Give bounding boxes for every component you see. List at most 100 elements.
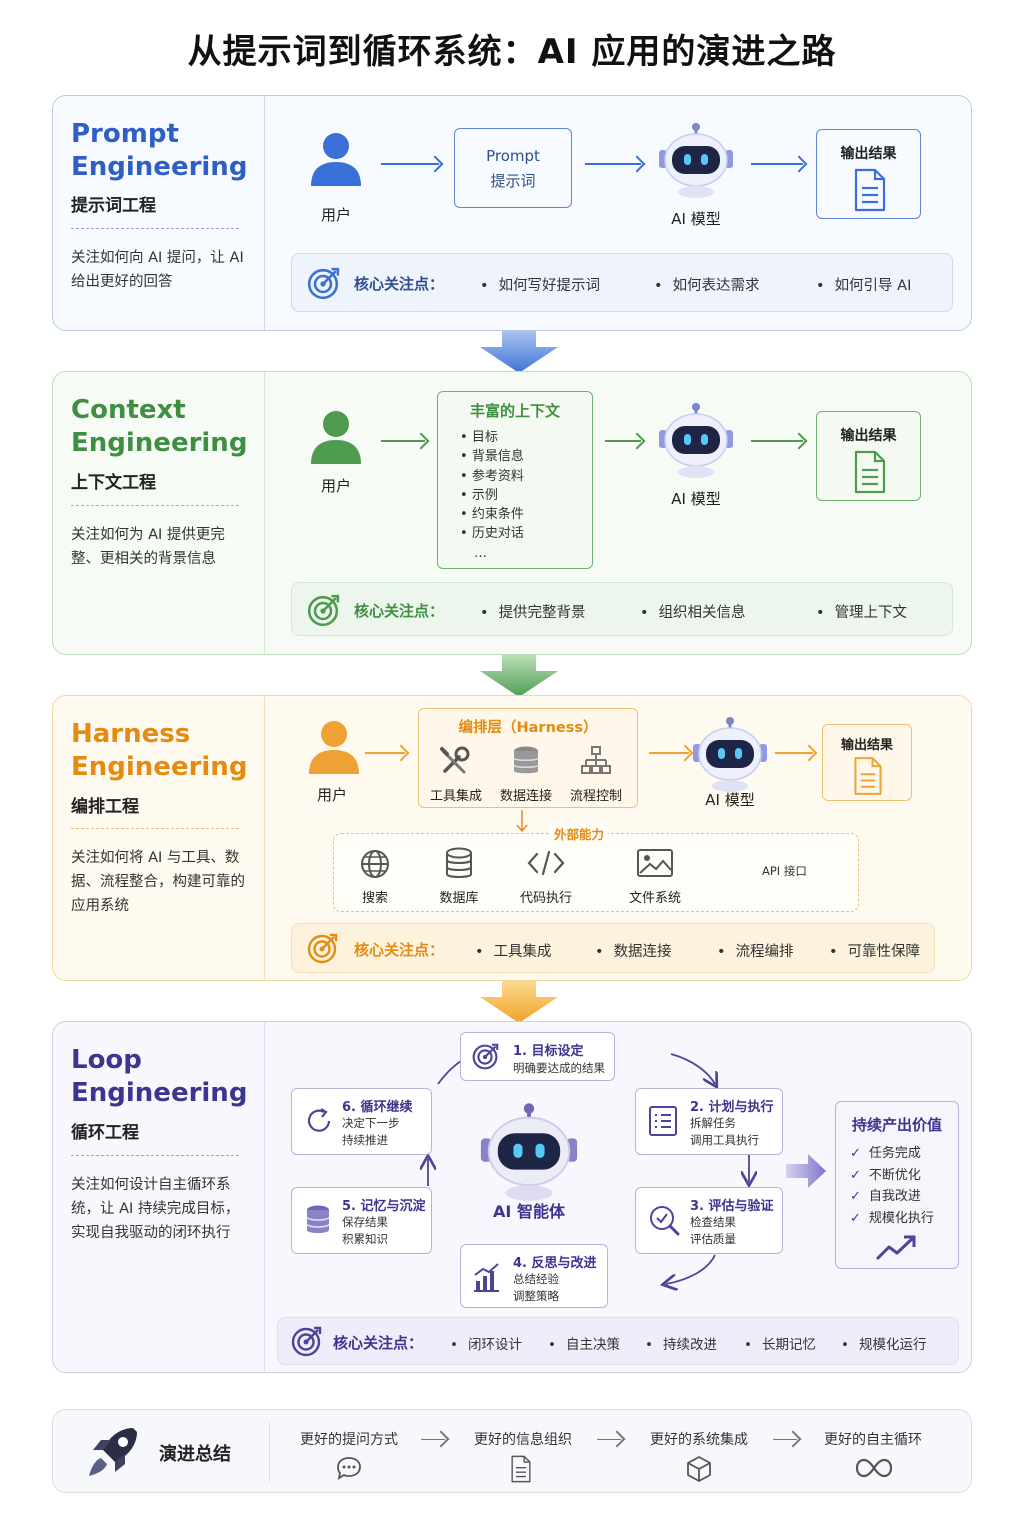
value-item-text: 自我改进 bbox=[868, 1189, 921, 1204]
value-item-text: 规模化执行 bbox=[868, 1210, 934, 1226]
wrench-icon bbox=[440, 746, 470, 774]
cube-icon bbox=[687, 1456, 711, 1482]
loop-step-title: 2. 计划与执行 bbox=[690, 1100, 774, 1115]
database-icon bbox=[446, 847, 472, 878]
robot-icon bbox=[657, 122, 735, 200]
summary-item: 更好的信息组织 bbox=[474, 1432, 572, 1448]
ai-model-label: AI 模型 bbox=[705, 791, 755, 809]
prompt-focus-bar: 核心关注点： 如何写好提示词 如何表达需求 如何引导 AI bbox=[291, 253, 953, 312]
list-item-text: 示例 bbox=[471, 487, 498, 503]
list-item: • 历史对话 bbox=[460, 526, 524, 542]
loop-step-desc: 总结经验 bbox=[513, 1272, 559, 1286]
layer-item-label: 工具集成 bbox=[429, 789, 482, 804]
loop-title-line2: Engineering bbox=[71, 1078, 248, 1108]
harness-title-line2: Engineering bbox=[71, 752, 248, 782]
focus-item: 流程编排 bbox=[717, 940, 794, 961]
harness-info-panel: Harness Engineering 编排工程 关注如何将 AI 与工具、数据… bbox=[53, 696, 265, 980]
target-icon bbox=[472, 1043, 499, 1070]
list-item: • 参考资料 bbox=[460, 468, 524, 484]
divider bbox=[71, 828, 239, 829]
summary-label: 演进总结 bbox=[159, 1444, 231, 1465]
evolution-summary: 演进总结 更好的提问方式 更好的信息组织 更好的系统集成 更好的自主循环 bbox=[52, 1409, 972, 1493]
list-item: • 示例 bbox=[460, 487, 498, 503]
output-box: 输出结果 bbox=[822, 724, 912, 801]
output-label: 输出结果 bbox=[840, 738, 893, 753]
user-icon bbox=[309, 721, 359, 774]
arrow bbox=[597, 1439, 621, 1440]
magnifier-check-icon bbox=[650, 1206, 680, 1236]
value-box: 持续产出价值 ✓任务完成 ✓不断优化 ✓自我改进 ✓规模化执行 bbox=[835, 1101, 959, 1269]
prompt-title-line2: Engineering bbox=[71, 152, 248, 182]
page-title: 从提示词到循环系统：AI 应用的演进之路 bbox=[187, 32, 837, 72]
prompt-desc: 关注如何向 AI 提问，让 AI 给出更好的回答 bbox=[71, 250, 244, 290]
check-icon: ✓ bbox=[850, 1210, 861, 1226]
focus-label: 核心关注点： bbox=[333, 1334, 424, 1352]
list-item-text: 历史对话 bbox=[471, 526, 524, 542]
target-icon bbox=[291, 1326, 322, 1357]
prompt-engineering-section: Prompt Engineering 提示词工程 关注如何向 AI 提问，让 A… bbox=[52, 95, 972, 331]
loop-title-line1: Loop bbox=[71, 1045, 142, 1075]
harness-focus-bar: 核心关注点： 工具集成 数据连接 流程编排 可靠性保障 bbox=[291, 923, 935, 973]
value-item: ✓自我改进 bbox=[850, 1186, 934, 1208]
focus-item: 闭环设计 bbox=[450, 1333, 522, 1353]
database-icon bbox=[306, 1205, 330, 1233]
value-item-text: 不断优化 bbox=[868, 1167, 921, 1183]
loop-step-3: 3. 评估与验证 检查结果 评估质量 bbox=[635, 1187, 783, 1254]
list-item: • 背景信息 bbox=[460, 449, 524, 465]
value-item: ✓不断优化 bbox=[850, 1165, 934, 1187]
list-item-text: 约束条件 bbox=[471, 507, 524, 523]
focus-item: 长期记忆 bbox=[744, 1333, 816, 1353]
loop-step-desc: 积累知识 bbox=[342, 1232, 388, 1246]
harness-layer-title: 编排层（Harness） bbox=[458, 720, 598, 736]
summary-item: 更好的自主循环 bbox=[824, 1432, 922, 1448]
external-item-label: 搜索 bbox=[361, 891, 388, 906]
ai-model-label: AI 模型 bbox=[671, 490, 721, 508]
harness-cn-title: 编排工程 bbox=[71, 797, 139, 817]
value-item: ✓ 规模化执行 bbox=[850, 1208, 934, 1230]
focus-item: 自主决策 bbox=[548, 1333, 620, 1353]
loop-step-desc: 持续推进 bbox=[342, 1133, 388, 1147]
focus-item: 如何表达需求 bbox=[654, 274, 760, 295]
arrow bbox=[751, 440, 803, 442]
context-box: 丰富的上下文 • 目标 • 背景信息 • 参考资料 • 示例 • 约束条件 • … bbox=[437, 391, 593, 569]
loop-step-5: 5. 记忆与沉淀 保存结果 积累知识 bbox=[291, 1187, 432, 1254]
flow-control-icon bbox=[581, 746, 611, 774]
loop-step-6: 6. 循环继续 决定下一步 持续推进 bbox=[291, 1088, 432, 1155]
arrow bbox=[605, 440, 641, 442]
divider bbox=[71, 228, 239, 229]
loop-desc: 关注如何设计自主循环系统，让 AI 持续完成目标，实现自我驱动的闭环执行 bbox=[71, 1177, 240, 1241]
target-icon bbox=[307, 933, 338, 964]
focus-item: 持续改进 bbox=[645, 1333, 717, 1353]
layer-item-label: 流程控制 bbox=[569, 789, 622, 804]
value-title: 持续产出价值 bbox=[851, 1116, 942, 1134]
divider bbox=[269, 1422, 270, 1482]
focus-item: 工具集成 bbox=[475, 940, 552, 961]
arrow bbox=[773, 1439, 797, 1440]
external-label: 外部能力 bbox=[550, 824, 609, 843]
output-box: 输出结果 bbox=[816, 129, 921, 219]
document-icon bbox=[854, 757, 882, 795]
target-icon bbox=[307, 594, 340, 627]
loop-step-title: 5. 记忆与沉淀 bbox=[342, 1199, 426, 1214]
user-icon bbox=[311, 133, 361, 186]
prompt-title-line1: Prompt bbox=[71, 119, 179, 149]
loop-step-1: 1. 目标设定 明确要达成的结果 bbox=[460, 1032, 615, 1081]
focus-label: 核心关注点： bbox=[354, 941, 445, 959]
list-item: • 约束条件 bbox=[460, 507, 524, 523]
user-label: 用户 bbox=[320, 477, 351, 495]
arrow bbox=[775, 752, 813, 754]
context-engineering-section: Context Engineering 上下文工程 关注如何为 AI 提供更完整… bbox=[52, 371, 972, 655]
focus-label: 核心关注点： bbox=[354, 275, 445, 293]
focus-item: 可靠性保障 bbox=[829, 940, 921, 961]
focus-item: 规模化运行 bbox=[841, 1333, 927, 1353]
bar-chart-icon bbox=[474, 1263, 499, 1292]
external-item-label: 数据库 bbox=[439, 891, 479, 906]
harness-title-line1: Harness bbox=[71, 719, 191, 749]
divider bbox=[71, 505, 239, 506]
list-item-text: 目标 bbox=[471, 430, 498, 445]
arrow bbox=[381, 163, 439, 165]
document-icon bbox=[854, 450, 886, 494]
check-icon: ✓ bbox=[850, 1146, 861, 1161]
context-focus-bar: 核心关注点： 提供完整背景 组织相关信息 管理上下文 bbox=[291, 582, 953, 636]
harness-layer-box: 编排层（Harness） 工具集成 数据连接 流程控制 bbox=[418, 708, 638, 808]
